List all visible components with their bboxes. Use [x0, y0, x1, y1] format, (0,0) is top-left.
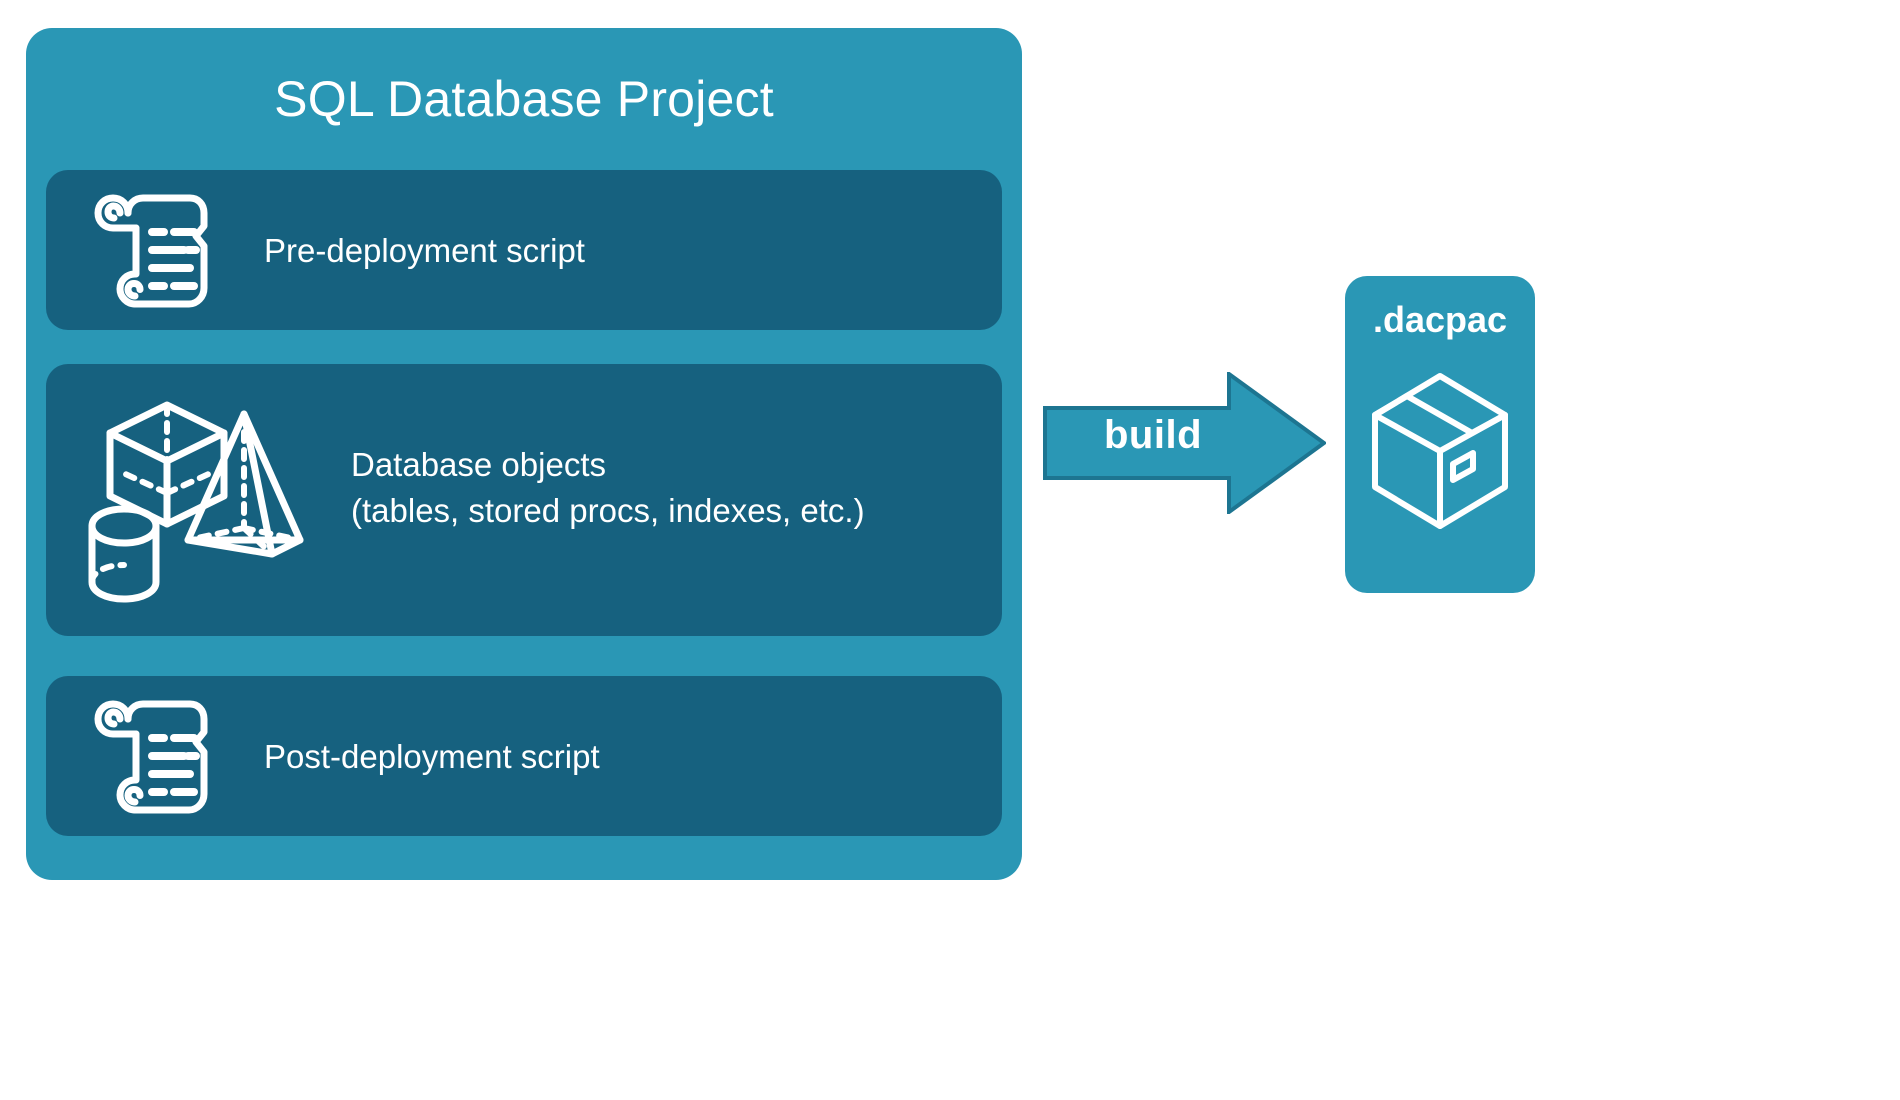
- build-arrow-icon: [1043, 370, 1328, 516]
- 3d-shapes-icon: [76, 388, 341, 623]
- sql-database-project-card: SQL Database Project: [26, 28, 1022, 880]
- scroll-icon: [90, 698, 212, 821]
- build-arrow-label: build: [1103, 413, 1203, 457]
- database-objects-card[interactable]: Database objects (tables, stored procs, …: [46, 364, 1002, 636]
- post-deployment-script-label: Post-deployment script: [264, 738, 600, 775]
- post-deployment-script-card[interactable]: Post-deployment script: [46, 676, 1002, 836]
- dacpac-title: .dacpac: [1372, 299, 1508, 340]
- package-box-icon: [1369, 370, 1511, 537]
- dacpac-output-card[interactable]: .dacpac: [1345, 276, 1535, 593]
- pre-deployment-script-card[interactable]: Pre-deployment script: [46, 170, 1002, 330]
- project-title: SQL Database Project: [274, 71, 774, 127]
- pre-deployment-script-label: Pre-deployment script: [264, 232, 585, 269]
- scroll-icon: [90, 192, 212, 315]
- database-objects-label: Database objects (tables, stored procs, …: [351, 446, 865, 529]
